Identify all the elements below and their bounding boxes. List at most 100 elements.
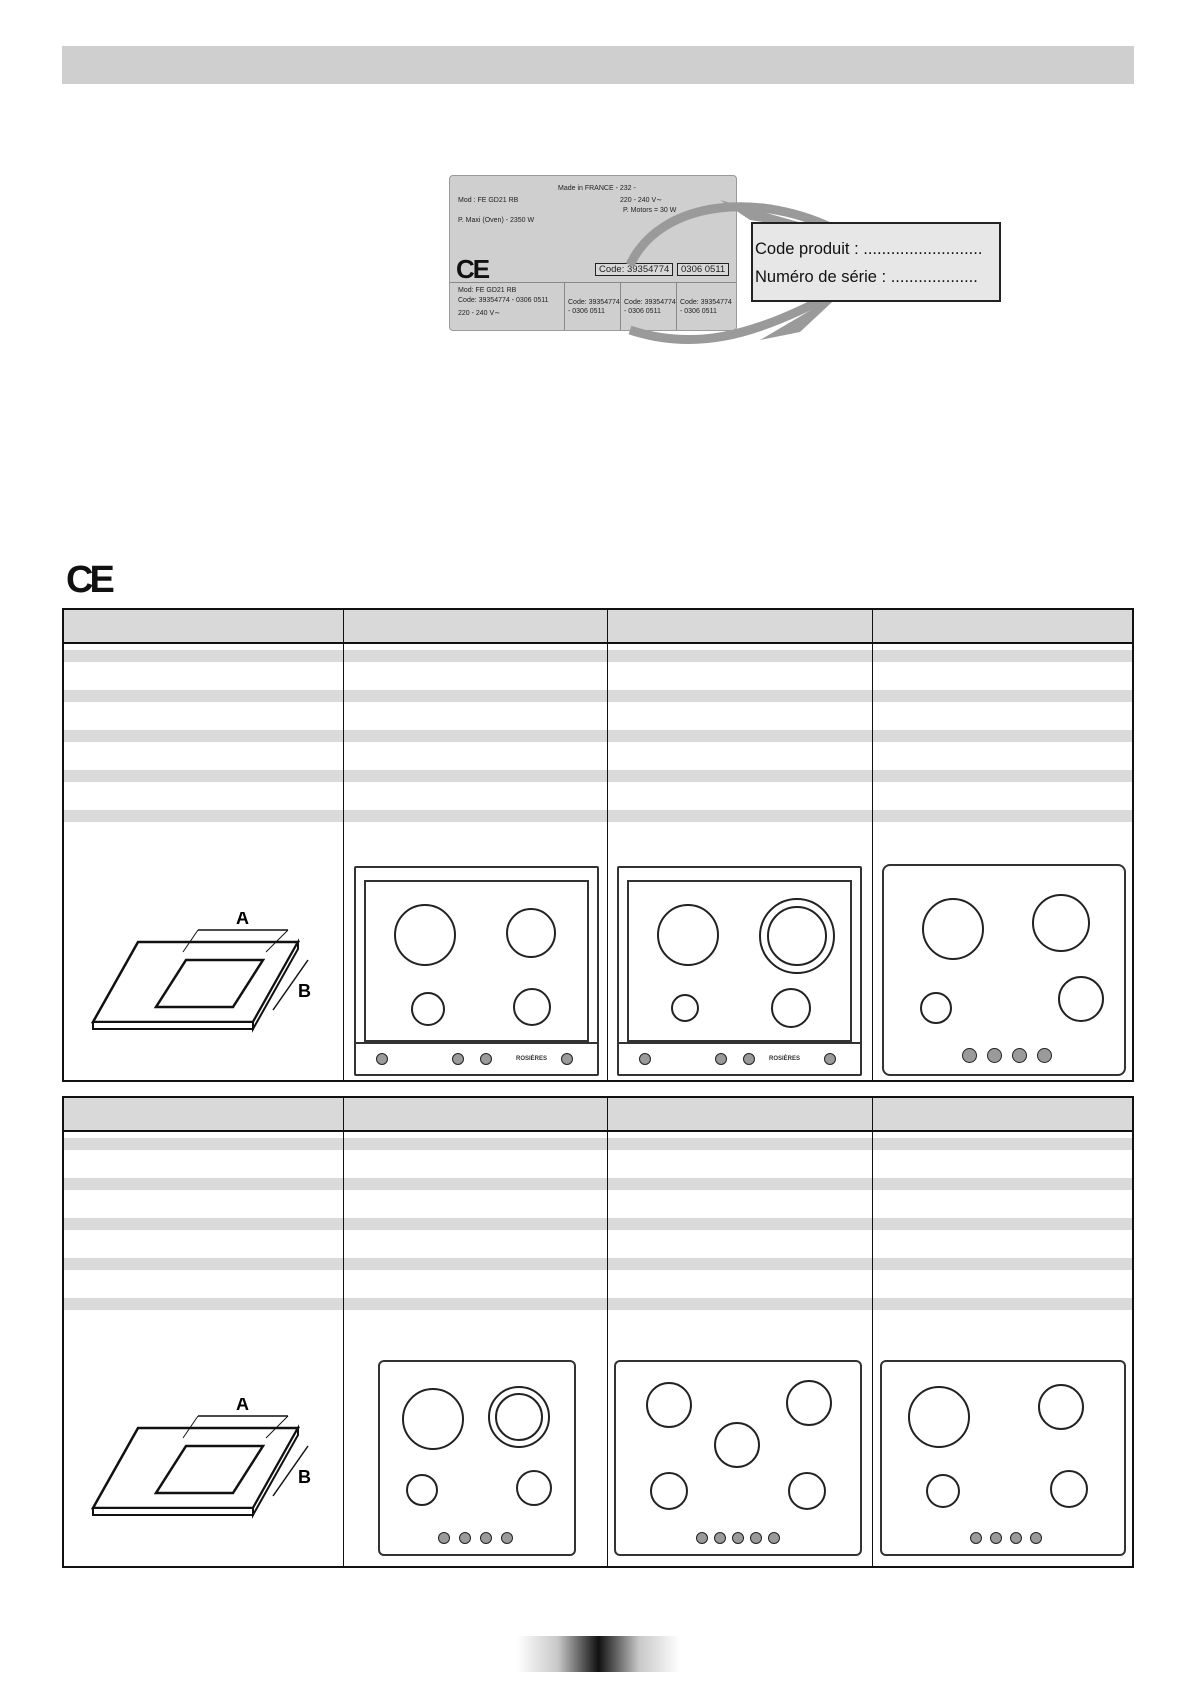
knob [824, 1053, 836, 1065]
plate-bottom-model: Mod: FE GD21 RB [458, 287, 517, 294]
table-row [64, 650, 1132, 662]
burner [922, 898, 984, 960]
hob-diagram-5 [614, 1360, 862, 1556]
burner [1050, 1470, 1088, 1508]
plate-ce-mark: CE [456, 254, 490, 284]
burner [646, 1382, 692, 1428]
table-2-header [64, 1098, 1132, 1132]
hob-diagram-2: ROSIÈRES [617, 866, 862, 1076]
plate-divider-v1 [564, 282, 565, 330]
knob [480, 1053, 492, 1065]
burner [771, 988, 811, 1028]
table-1-header [64, 610, 1132, 644]
plate-tag3-line1: Code: 39354774 [680, 299, 732, 306]
burner [411, 992, 445, 1026]
hob-diagram-3 [882, 864, 1126, 1076]
brand-logo: ROSIÈRES [516, 1056, 548, 1062]
plate-tag2-line2: - 0306 0511 [624, 308, 661, 315]
plate-divider-v2 [620, 282, 621, 330]
hob-diagram-1: ROSIÈRES [354, 866, 599, 1076]
ce-mark: CE [66, 559, 115, 601]
plate-made-in: Made in FRANCE - 232 - [558, 185, 636, 192]
column-divider [872, 1098, 873, 1566]
hob-diagram-4 [378, 1360, 576, 1556]
burner [650, 1472, 688, 1510]
product-code-field: Code produit : .........................… [755, 240, 983, 258]
label-b: B [298, 1467, 311, 1487]
rating-plate: Made in FRANCE - 232 - Mod : FE GD21 RB … [449, 175, 737, 331]
plate-tag1-line1: Code: 39354774 [568, 299, 620, 306]
brand-logo: ROSIÈRES [769, 1056, 801, 1062]
table-row [64, 810, 1132, 822]
plate-power-oven: P. Maxi (Oven) - 2350 W [458, 217, 535, 224]
table-row [64, 1218, 1132, 1230]
plate-serial-box: 0306 0511 [677, 263, 730, 276]
burner [714, 1422, 760, 1468]
spec-table-2: A B [62, 1096, 1134, 1568]
table-row [64, 730, 1132, 742]
burner [513, 988, 551, 1026]
burner [920, 992, 952, 1024]
knob [990, 1532, 1002, 1544]
burner [1038, 1384, 1084, 1430]
burner [506, 908, 556, 958]
table-row [64, 1298, 1132, 1310]
burner [406, 1474, 438, 1506]
control-strip [356, 1042, 597, 1074]
knob [1010, 1532, 1022, 1544]
knob [732, 1532, 744, 1544]
burner [908, 1386, 970, 1448]
knob [970, 1532, 982, 1544]
knob [714, 1532, 726, 1544]
column-divider [607, 1098, 608, 1566]
knob [962, 1048, 977, 1063]
burner-inner-ring [767, 906, 827, 966]
burner [788, 1472, 826, 1510]
hob-diagram-6 [880, 1360, 1126, 1556]
burner [926, 1474, 960, 1508]
plate-tag2-line1: Code: 39354774 [624, 299, 676, 306]
plate-power-motors: P. Motors = 30 W [623, 207, 677, 214]
page-footer-bar [517, 1636, 680, 1672]
knob [459, 1532, 471, 1544]
burner [394, 904, 456, 966]
label-b: B [298, 981, 311, 1001]
burner [516, 1470, 552, 1506]
knob [1030, 1532, 1042, 1544]
table-row [64, 770, 1132, 782]
column-divider [343, 610, 344, 1080]
header-band [62, 46, 1134, 84]
burner [786, 1380, 832, 1426]
label-a: A [236, 1398, 249, 1414]
knob [561, 1053, 573, 1065]
hob-inner-frame [627, 880, 852, 1042]
plate-voltage: 220 - 240 V∼ [620, 197, 663, 204]
knob [715, 1053, 727, 1065]
burner [1032, 894, 1090, 952]
burner [402, 1388, 464, 1450]
knob [452, 1053, 464, 1065]
table-row [64, 690, 1132, 702]
burner [657, 904, 719, 966]
column-divider [872, 610, 873, 1080]
knob [750, 1532, 762, 1544]
column-divider [343, 1098, 344, 1566]
plate-bottom-code: Code: 39354774 - 0306 0511 [458, 297, 549, 304]
knob [1037, 1048, 1052, 1063]
knob [743, 1053, 755, 1065]
plate-divider [450, 282, 736, 283]
knob [987, 1048, 1002, 1063]
table-row [64, 1178, 1132, 1190]
hob-inner-frame [364, 880, 589, 1042]
knob [1012, 1048, 1027, 1063]
burner [1058, 976, 1104, 1022]
column-divider [607, 610, 608, 1080]
serial-number-field: Numéro de série : ................... [755, 268, 978, 286]
table-row [64, 1258, 1132, 1270]
control-strip [619, 1042, 860, 1074]
label-a: A [236, 912, 249, 928]
knob [768, 1532, 780, 1544]
plate-model: Mod : FE GD21 RB [458, 197, 519, 204]
cutout-diagram: A B [90, 1398, 311, 1519]
plate-tag1-line2: - 0306 0511 [568, 308, 605, 315]
